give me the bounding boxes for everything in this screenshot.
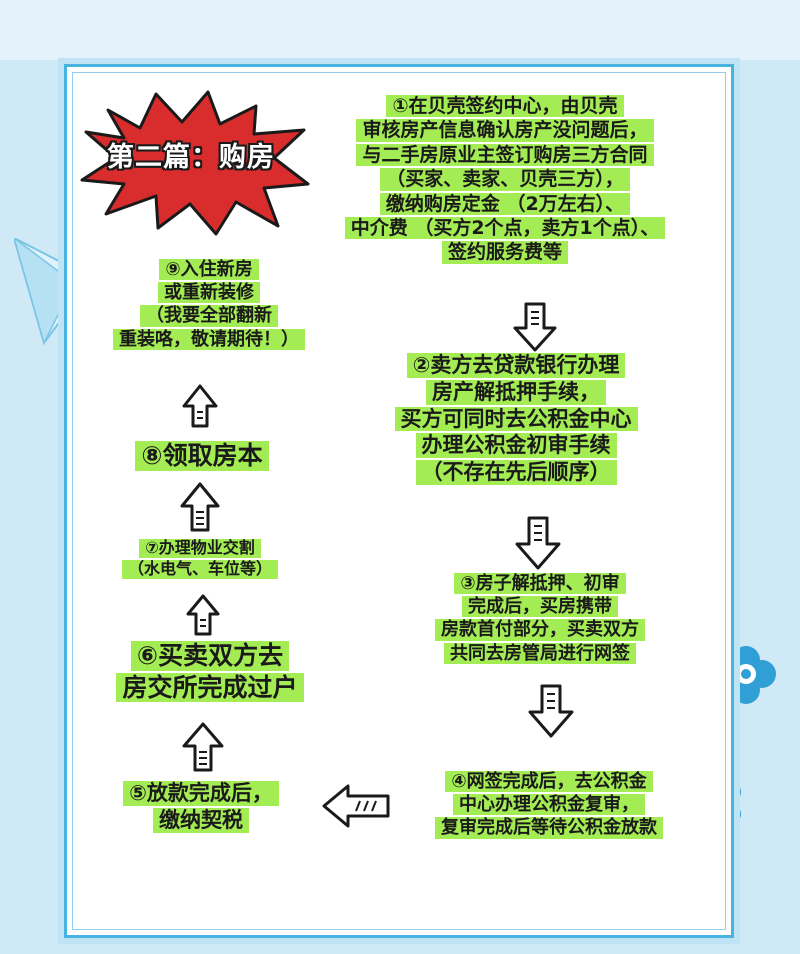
step-2-line: 办理公积金初审手续 xyxy=(415,433,617,459)
step-8-box: ⑧领取房本 xyxy=(112,440,292,472)
step-6-line: 房交所完成过户 xyxy=(116,672,304,702)
step-1-line: 签约服务费等 xyxy=(441,241,568,264)
step-2-line: ②卖方去贷款银行办理 xyxy=(406,353,626,378)
step-7-box: ⑦办理物业交割 （水电气、车位等） xyxy=(100,538,300,580)
step-4-line: 中心办理公积金复审， xyxy=(453,794,645,816)
step-1-box: ①在贝壳签约中心，由贝壳 审核房产信息确认房产没问题后， 与二手房原业主签订购房… xyxy=(306,94,704,265)
step-9-line: （我要全部翻新 xyxy=(140,305,278,327)
down-arrow-icon xyxy=(528,684,574,738)
left-arrow-icon xyxy=(322,784,390,828)
content-frame-inner xyxy=(72,72,726,930)
step-1-line: 缴纳购房定金 （2万左右）、 xyxy=(379,192,631,216)
step-1-line: 审核房产信息确认房产没问题后， xyxy=(356,119,654,142)
step-6-box: ⑥买卖双方去 房交所完成过户 xyxy=(90,640,330,703)
down-arrow-icon xyxy=(515,516,561,570)
step-1-line: 中介费 （买方2个点，卖方1个点）、 xyxy=(344,217,666,240)
step-9-line: 或重新装修 xyxy=(158,282,260,304)
up-arrow-icon xyxy=(182,722,224,772)
background-top xyxy=(0,0,800,60)
step-3-line: ③房子解抵押、初审 xyxy=(454,573,626,595)
step-6-line: ⑥买卖双方去 xyxy=(130,641,290,671)
step-2-line: 房产解抵押手续， xyxy=(426,379,606,405)
step-2-line: （不存在先后顺序） xyxy=(415,460,617,485)
page-title: 第二篇：购房 xyxy=(107,142,275,173)
up-arrow-icon xyxy=(180,482,220,532)
step-9-line: 重装咯，敬请期待！） xyxy=(113,328,305,350)
step-5-line: 缴纳契税 xyxy=(153,807,249,833)
step-3-box: ③房子解抵押、初审 完成后，买房携带 房款首付部分，买卖双方 共同去房管局进行网… xyxy=(394,572,686,665)
step-4-line: ④网签完成后，去公积金 xyxy=(445,771,653,793)
step-1-line: （买家、卖家、贝壳三方）， xyxy=(380,168,630,191)
step-2-box: ②卖方去贷款银行办理 房产解抵押手续， 买方可同时去公积金中心 办理公积金初审手… xyxy=(356,352,676,486)
step-9-line: ⑨入住新房 xyxy=(159,259,259,281)
step-7-line: ⑦办理物业交割 xyxy=(139,538,261,558)
step-1-line: 与二手房原业主签订购房三方合同 xyxy=(356,143,654,167)
up-arrow-icon xyxy=(182,384,218,428)
step-3-line: 共同去房管局进行网签 xyxy=(444,642,636,664)
step-4-line: 复审完成后等待公积金放款 xyxy=(435,817,663,839)
step-1-line: ①在贝壳签约中心，由贝壳 xyxy=(386,95,624,118)
step-9-box: ⑨入住新房 或重新装修 （我要全部翻新 重装咯，敬请期待！） xyxy=(92,258,326,351)
up-arrow-icon xyxy=(186,594,220,636)
step-5-line: ⑤放款完成后， xyxy=(123,781,279,806)
down-arrow-icon xyxy=(513,302,557,352)
step-2-line: 买方可同时去公积金中心 xyxy=(394,406,638,432)
step-5-box: ⑤放款完成后， 缴纳契税 xyxy=(96,780,306,834)
step-7-line: （水电气、车位等） xyxy=(121,559,278,579)
step-3-line: 完成后，买房携带 xyxy=(462,596,618,618)
step-4-box: ④网签完成后，去公积金 中心办理公积金复审， 复审完成后等待公积金放款 xyxy=(394,770,704,840)
step-8-line: ⑧领取房本 xyxy=(135,441,269,471)
step-3-line: 房款首付部分，买卖双方 xyxy=(435,619,645,641)
title-burst xyxy=(80,90,310,236)
